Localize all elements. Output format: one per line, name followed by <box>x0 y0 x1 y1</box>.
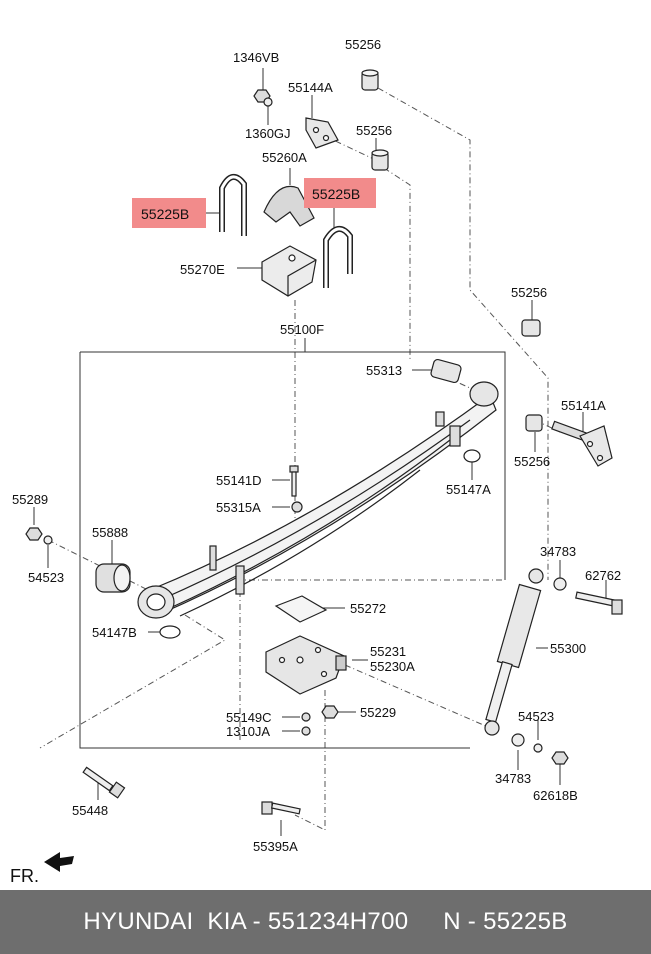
label-55315A: 55315A <box>216 500 261 515</box>
bracket-55144A <box>305 117 339 149</box>
highlight-box-left <box>132 198 206 228</box>
label-55888: 55888 <box>92 525 128 540</box>
leaf-spring-assembly-box-lower <box>79 352 470 749</box>
bushing-55256-top <box>361 69 379 91</box>
label-55141D: 55141D <box>216 473 262 488</box>
label-54523-left: 54523 <box>28 570 64 585</box>
spring-seat-55270E <box>261 245 317 297</box>
label-55100F: 55100F <box>280 322 324 337</box>
nut-55315A <box>291 501 303 513</box>
nut-62618B <box>551 751 569 765</box>
label-55256-c: 55256 <box>511 285 547 300</box>
front-direction-arrow-icon <box>44 852 74 872</box>
leaf-spring-assembly-box <box>80 351 506 580</box>
label-55270E: 55270E <box>180 262 225 277</box>
bolt-55448 <box>82 766 126 799</box>
bushing-55888 <box>95 563 131 593</box>
label-55256-b: 55256 <box>356 123 392 138</box>
lower-seat-55231 <box>265 635 347 695</box>
label-1346VB: 1346VB <box>233 50 279 65</box>
label-fr: FR. <box>10 866 39 886</box>
label-55231: 55231 <box>370 644 406 659</box>
label-54523-right: 54523 <box>518 709 554 724</box>
label-55229: 55229 <box>360 705 396 720</box>
nut-55229 <box>321 705 339 719</box>
washer-1360GJ <box>263 97 273 107</box>
label-1310JA: 1310JA <box>226 724 270 739</box>
spring-pad-55260A <box>263 185 315 227</box>
bushing-55256-mid <box>371 149 389 171</box>
label-1360GJ: 1360GJ <box>245 126 291 141</box>
washer-54523-left <box>43 535 53 545</box>
highlight-box-right <box>304 178 376 208</box>
shock-absorber-55300 <box>484 568 544 736</box>
washer-34783-bottom <box>511 733 525 747</box>
u-bolt-55225B-right <box>323 226 353 288</box>
label-55256-a: 55256 <box>345 37 381 52</box>
label-55147A: 55147A <box>446 482 491 497</box>
label-55230A: 55230A <box>370 659 415 674</box>
label-55225B-left: 55225B <box>141 206 189 222</box>
label-55313: 55313 <box>366 363 402 378</box>
pad-55272 <box>274 595 328 623</box>
bolt-55395A <box>261 801 301 815</box>
center-bolt-55141D <box>289 465 299 497</box>
nut-1310JA <box>301 726 311 736</box>
label-55448: 55448 <box>72 803 108 818</box>
nut-55149C <box>301 712 311 722</box>
u-bolt-55225B-left <box>219 174 247 236</box>
cap-54147B <box>159 625 181 639</box>
parts <box>25 69 623 815</box>
label-55300: 55300 <box>550 641 586 656</box>
part-number-footer: HYUNDAI KIA - 551234H700 N - 55225B <box>0 890 651 954</box>
label-62618B: 62618B <box>533 788 578 803</box>
leaf-spring-55100F <box>137 381 499 619</box>
shackle-55141A <box>551 420 613 467</box>
bushing-55256-right <box>521 319 541 337</box>
parts-diagram: 1346VB 55256 55144A 1360GJ 55256 55260A … <box>10 37 623 886</box>
bushing-55256-lower <box>525 414 543 432</box>
label-34783-bottom: 34783 <box>495 771 531 786</box>
label-55141A: 55141A <box>561 398 606 413</box>
cap-55147A <box>463 449 481 463</box>
label-55225B-right: 55225B <box>312 186 360 202</box>
label-55144A: 55144A <box>288 80 333 95</box>
nut-55289 <box>25 527 43 541</box>
label-55256-d: 55256 <box>514 454 550 469</box>
label-55149C: 55149C <box>226 710 272 725</box>
label-55395A: 55395A <box>253 839 298 854</box>
washer-34783-top <box>553 577 567 591</box>
bushing-55313 <box>430 358 462 384</box>
label-55260A: 55260A <box>262 150 307 165</box>
label-62762: 62762 <box>585 568 621 583</box>
bolt-62762 <box>575 591 623 615</box>
part-labels: 1346VB 55256 55144A 1360GJ 55256 55260A … <box>10 37 621 886</box>
label-55289: 55289 <box>12 492 48 507</box>
washer-54523-right <box>533 743 543 753</box>
label-55272: 55272 <box>350 601 386 616</box>
label-54147B: 54147B <box>92 625 137 640</box>
label-34783-top: 34783 <box>540 544 576 559</box>
